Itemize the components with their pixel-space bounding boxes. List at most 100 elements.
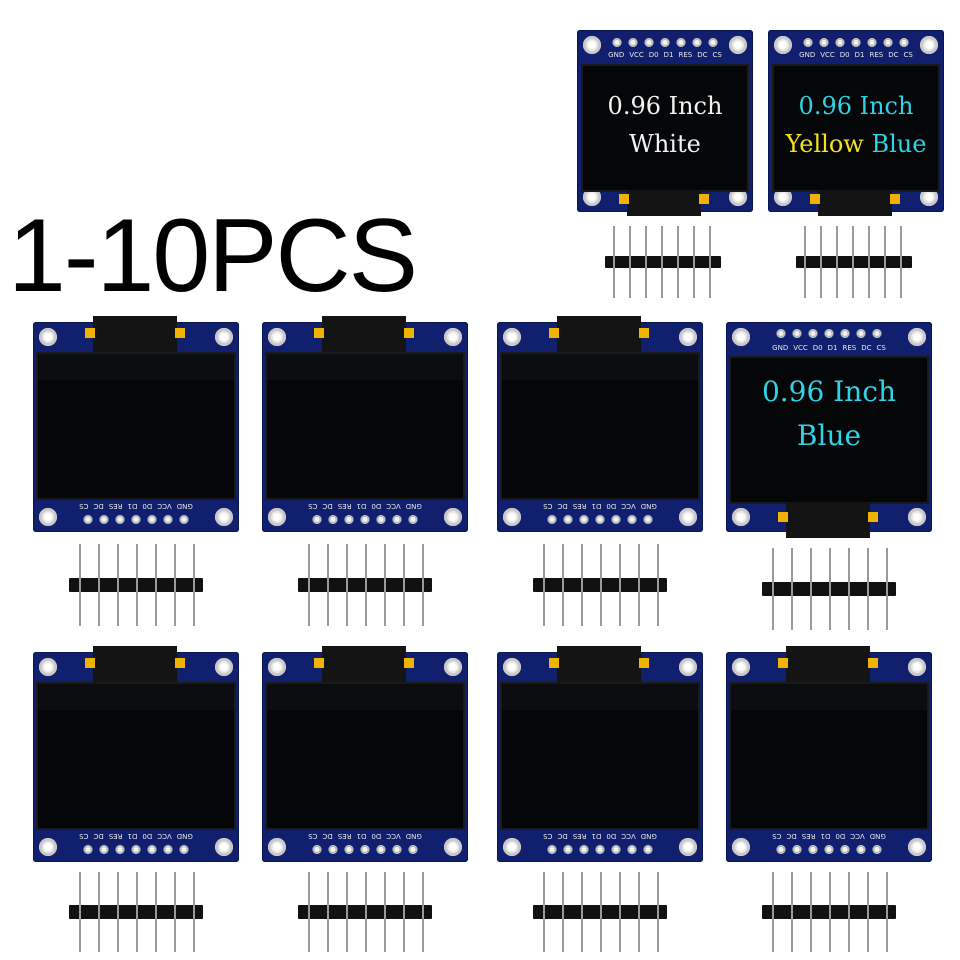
pin-pads bbox=[83, 845, 189, 854]
oled-screen bbox=[500, 352, 700, 500]
mount-hole bbox=[503, 508, 521, 526]
oled-screen bbox=[729, 682, 929, 830]
oled-screen: 0.96 Inch Blue bbox=[729, 356, 929, 504]
ribbon-connector bbox=[619, 190, 709, 216]
ribbon-connector bbox=[810, 190, 900, 216]
mount-hole bbox=[920, 36, 938, 54]
mount-hole bbox=[444, 658, 462, 676]
oled-screen: 0.96 Inch Yellow Blue bbox=[772, 64, 940, 192]
mount-hole bbox=[774, 188, 792, 206]
ribbon-connector bbox=[314, 646, 414, 682]
screen-word-yellow: Yellow bbox=[785, 130, 864, 158]
oled-screen bbox=[500, 682, 700, 830]
mount-hole bbox=[732, 508, 750, 526]
headline: 1-10PCS bbox=[8, 198, 418, 314]
pin-pads bbox=[547, 845, 653, 854]
screen-line-2: Yellow Blue bbox=[774, 126, 938, 162]
ribbon-connector bbox=[85, 316, 185, 352]
mount-hole bbox=[908, 838, 926, 856]
mount-hole bbox=[679, 838, 697, 856]
pin-header bbox=[762, 872, 896, 952]
mount-hole bbox=[215, 838, 233, 856]
pin-pads bbox=[312, 515, 418, 524]
oled-screen: 0.96 Inch White bbox=[581, 64, 749, 192]
oled-screen bbox=[36, 682, 236, 830]
mount-hole bbox=[39, 328, 57, 346]
mount-hole bbox=[215, 658, 233, 676]
screen-line-1: 0.96 Inch bbox=[607, 92, 723, 120]
pin-header bbox=[298, 544, 432, 626]
screen-word-blue: Blue bbox=[871, 130, 927, 158]
mount-hole bbox=[503, 658, 521, 676]
pin-header bbox=[69, 544, 203, 626]
pin-pads bbox=[776, 329, 882, 338]
mount-hole bbox=[583, 188, 601, 206]
mount-hole bbox=[679, 658, 697, 676]
mount-hole bbox=[503, 328, 521, 346]
mount-hole bbox=[268, 838, 286, 856]
pin-pads bbox=[312, 845, 418, 854]
mount-hole bbox=[908, 658, 926, 676]
ribbon-connector bbox=[549, 316, 649, 352]
mount-hole bbox=[774, 36, 792, 54]
screen-line-1: 0.96 Inch bbox=[798, 92, 914, 120]
mount-hole bbox=[503, 838, 521, 856]
mount-hole bbox=[732, 328, 750, 346]
ribbon-connector bbox=[314, 316, 414, 352]
pin-header bbox=[762, 548, 896, 630]
pin-header bbox=[533, 544, 667, 626]
mount-hole bbox=[920, 188, 938, 206]
mount-hole bbox=[679, 508, 697, 526]
mount-hole bbox=[39, 508, 57, 526]
pin-pads bbox=[776, 845, 882, 854]
pin-header bbox=[298, 872, 432, 952]
mount-hole bbox=[729, 188, 747, 206]
mount-hole bbox=[444, 508, 462, 526]
mount-hole bbox=[268, 328, 286, 346]
oled-screen bbox=[36, 352, 236, 500]
mount-hole bbox=[908, 508, 926, 526]
screen-line-1: 0.96 Inch bbox=[761, 375, 897, 408]
mount-hole bbox=[732, 658, 750, 676]
pin-header bbox=[796, 226, 912, 298]
ribbon-connector bbox=[85, 646, 185, 682]
ribbon-connector bbox=[778, 646, 878, 682]
mount-hole bbox=[729, 36, 747, 54]
mount-hole bbox=[268, 508, 286, 526]
oled-screen bbox=[265, 352, 465, 500]
ribbon-connector bbox=[549, 646, 649, 682]
mount-hole bbox=[444, 328, 462, 346]
mount-hole bbox=[215, 328, 233, 346]
oled-screen bbox=[265, 682, 465, 830]
mount-hole bbox=[39, 658, 57, 676]
mount-hole bbox=[583, 36, 601, 54]
mount-hole bbox=[908, 328, 926, 346]
pin-header bbox=[533, 872, 667, 952]
pin-pads bbox=[612, 38, 718, 47]
mount-hole bbox=[268, 658, 286, 676]
pin-header bbox=[69, 872, 203, 952]
mount-hole bbox=[732, 838, 750, 856]
pin-pads bbox=[83, 515, 189, 524]
mount-hole bbox=[444, 838, 462, 856]
mount-hole bbox=[39, 838, 57, 856]
mount-hole bbox=[215, 508, 233, 526]
mount-hole bbox=[679, 328, 697, 346]
